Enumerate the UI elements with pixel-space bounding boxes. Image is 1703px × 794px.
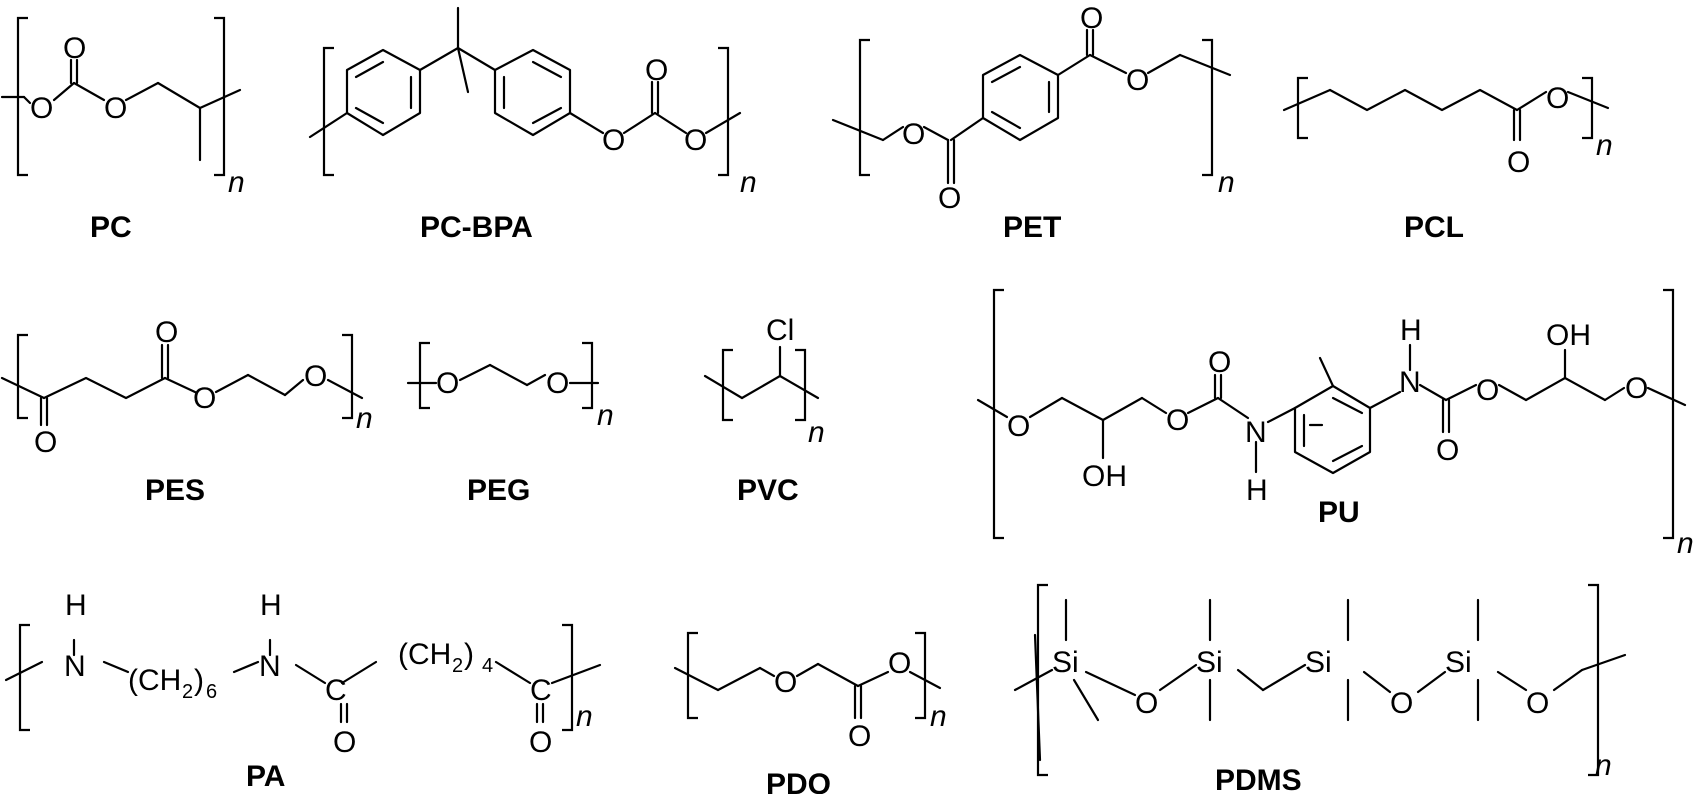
pa-atom-n1: N [64,650,86,683]
pa-label: PA [246,760,285,793]
pa-atom-c2: C [530,674,552,707]
pdo-atom-o3: O [888,647,911,680]
pcl-atom-o1: O [1546,82,1569,115]
structure-pes: O O O O n PES [0,316,373,507]
pcl-label: PCL [1404,211,1464,244]
pc-bpa-atom-o1: O [602,124,625,157]
pet-label: PET [1003,211,1061,244]
pc-atom-o1: O [30,92,53,125]
pdo-label: PDO [766,768,831,794]
pu-atom-h2: H [1400,314,1422,347]
structure-pvc: Cl n PVC [703,314,825,507]
pes-atom-o3: O [193,382,216,415]
pa-ch2-4-count: 4 [482,655,493,677]
pes-atom-o4: O [304,360,327,393]
pa-ch2-4-close: ) [464,638,474,671]
pa-ch2-6-text: (CH [128,664,181,697]
pu-repeat-n: n [1677,527,1694,560]
pu-atom-o4: O [1476,374,1499,407]
pu-atom-n2: N [1399,366,1421,399]
structure-pdms: Si O Si Si O Si O n PDMS [1013,583,1627,794]
pes-atom-o1: O [34,426,57,459]
peg-label: PEG [467,474,530,507]
pvc-repeat-n: n [808,416,825,449]
pa-atom-h2: H [260,589,282,622]
pdms-atom-o2: O [1390,687,1413,720]
pu-atom-h1: H [1246,474,1268,507]
pa-atom-o1: O [333,726,356,759]
pa-atom-o2: O [529,726,552,759]
pcl-atom-o2: O [1507,146,1530,179]
pc-label: PC [90,211,132,244]
pdo-atom-o1: O [774,666,797,699]
pet-atom-o3: O [1080,2,1103,35]
structure-pc-bpa: O O O n PC-BPA [308,6,757,244]
pa-atom-h1: H [65,589,87,622]
pu-atom-o1: O [1007,410,1030,443]
pu-atom-oh2: OH [1546,319,1591,352]
pes-repeat-n: n [356,402,373,435]
pu-atom-o2: O [1166,404,1189,437]
pa-ch2-6-count: 6 [206,681,217,703]
pdms-atom-si2: Si [1196,646,1223,679]
pc-atom-o2: O [63,32,86,65]
structure-pcl: O O n PCL [1282,76,1613,244]
structure-pc: O O O n PC [0,16,245,244]
structure-pa: N H (CH 2 ) 6 N H C O (CH 2 ) 4 C O n PA [4,589,602,793]
structure-pet: O O O O n PET [831,2,1235,244]
pc-repeat-n: n [228,166,245,199]
pa-hexamethylene-group: (CH 2 ) 6 [128,664,217,703]
structure-pu: O OH O O N H N H O O OH O n PU [976,288,1694,560]
pc-bpa-label: PC-BPA [420,211,533,244]
peg-atom-o2: O [546,367,569,400]
pc-atom-o3: O [104,92,127,125]
pdo-repeat-n: n [930,700,947,733]
pdms-atom-si3: Si [1305,646,1332,679]
pu-atom-oh1: OH [1082,460,1127,493]
pdms-repeat-n: n [1595,749,1612,782]
peg-repeat-n: n [597,399,614,432]
pet-atom-o2: O [938,182,961,215]
pdms-atom-si4: Si [1445,646,1472,679]
pa-ch2-4-sub: 2 [452,655,463,677]
pes-label: PES [145,474,205,507]
pdo-atom-o2: O [848,720,871,753]
pes-atom-o2: O [155,316,178,349]
pdms-label: PDMS [1215,764,1302,794]
pet-repeat-n: n [1218,166,1235,199]
pa-repeat-n: n [576,700,593,733]
pa-ch2-4-text: (CH [398,638,451,671]
pu-label: PU [1318,496,1360,529]
pc-bpa-atom-o3: O [684,124,707,157]
pa-ch2-6-close: ) [194,664,204,697]
peg-atom-o1: O [436,367,459,400]
pa-tetramethylene-group: (CH 2 ) 4 [398,638,493,677]
pa-ch2-6-sub: 2 [182,681,193,703]
pet-atom-o4: O [1126,64,1149,97]
pet-atom-o1: O [902,118,925,151]
pa-atom-c1: C [325,674,347,707]
pdms-atom-o3: O [1526,687,1549,720]
pdms-atom-si1: Si [1052,646,1079,679]
pvc-atom-cl: Cl [766,314,794,347]
pu-atom-n1: N [1245,416,1267,449]
pcl-repeat-n: n [1596,129,1613,162]
pa-atom-n2: N [259,650,281,683]
structure-peg: O O n PEG [406,341,614,507]
pu-atom-o3: O [1208,346,1231,379]
pc-bpa-repeat-n: n [740,166,757,199]
pvc-label: PVC [737,474,799,507]
pu-atom-o5: O [1436,434,1459,467]
pdms-atom-o1: O [1135,687,1158,720]
pu-atom-o6: O [1625,372,1648,405]
pc-bpa-atom-o2: O [645,54,668,87]
structure-pdo: O O O n PDO [673,631,947,794]
